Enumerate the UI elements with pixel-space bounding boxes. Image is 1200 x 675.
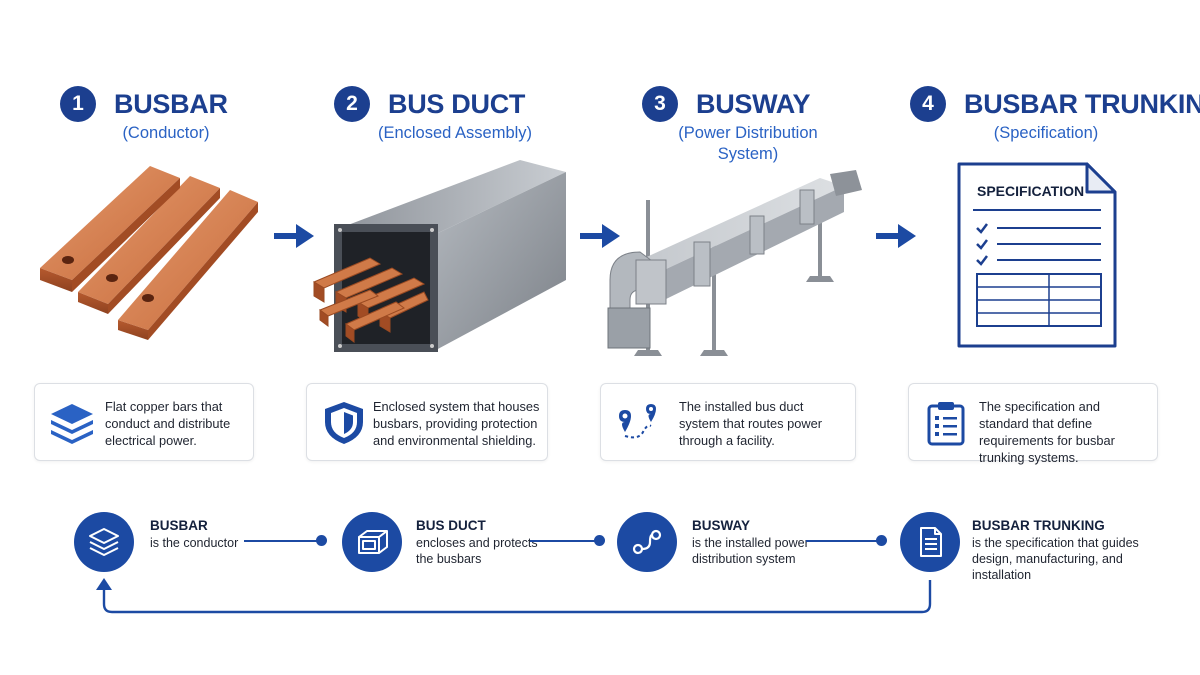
step-1-title: BUSBAR (114, 88, 228, 119)
flow-4-circle (900, 512, 960, 572)
step-4-description-card: The specification and standard that defi… (908, 383, 1158, 465)
step-4-subtitle: (Specification) (993, 124, 1099, 142)
step-2-header: 2 BUS DUCT (334, 84, 525, 124)
copper-busbars-illustration (40, 166, 258, 340)
flow-connector (806, 540, 878, 542)
enclosure-box-icon (358, 530, 388, 554)
step-1-header: 1 BUSBAR (60, 84, 228, 124)
step-2-description: Enclosed system that houses busbars, pro… (373, 399, 540, 448)
flow-4-text: BUSBAR TRUNKING is the specification tha… (972, 518, 1147, 583)
shield-icon (325, 402, 363, 444)
step-4-description: The specification and standard that defi… (979, 399, 1115, 465)
flow-1-text: BUSBAR is the conductor (150, 518, 260, 551)
step-3-title: BUSWAY (696, 88, 811, 119)
arrow-right-icon (274, 224, 314, 248)
step-2-description-card: Enclosed system that houses busbars, pro… (306, 383, 548, 461)
flow-1-title: BUSBAR (150, 518, 208, 533)
step-2-title: BUS DUCT (388, 88, 526, 119)
step-3-subtitle: (Power Distribution System) (678, 124, 818, 163)
flow-connector-dot (594, 535, 605, 546)
flow-connector (244, 540, 320, 542)
step-3-number-badge: 3 (642, 86, 678, 122)
specification-document-illustration: SPECIFICATION (957, 162, 1117, 348)
flow-2-text: BUS DUCT encloses and protects the busba… (416, 518, 546, 567)
clipboard-checklist-icon (927, 402, 965, 446)
stacked-layers-icon (89, 528, 119, 556)
flow-3-circle (617, 512, 677, 572)
flow-4-title: BUSBAR TRUNKING (972, 518, 1105, 533)
arrow-right-icon (876, 224, 916, 248)
step-1-subtitle: (Conductor) (122, 124, 210, 142)
step-2-number-badge: 2 (334, 86, 370, 122)
step-1-number-badge: 1 (60, 86, 96, 122)
flow-3-title: BUSWAY (692, 518, 751, 533)
flow-connector-dot (876, 535, 887, 546)
step-4-number-badge: 4 (910, 86, 946, 122)
flow-3-caption: is the installed power distribution syst… (692, 536, 809, 566)
step-2-subtitle: (Enclosed Assembly) (377, 124, 533, 142)
step-4-header: 4 BUSBAR TRUNKING (910, 84, 1200, 124)
route-map-pin-icon (619, 404, 656, 439)
step-3-header: 3 BUSWAY (642, 84, 811, 124)
step-3-description: The installed bus duct system that route… (679, 399, 822, 448)
flow-1-caption: is the conductor (150, 536, 239, 550)
route-path-icon (632, 529, 662, 555)
step-1-description: Flat copper bars that conduct and distri… (105, 399, 231, 448)
flow-2-circle (342, 512, 402, 572)
flow-1-circle (74, 512, 134, 572)
flow-connector (530, 540, 598, 542)
flow-2-caption: encloses and protects the busbars (416, 536, 538, 566)
bus-duct-illustration (312, 160, 566, 352)
flow-connector-dot (316, 535, 327, 546)
stacked-layers-icon (51, 404, 93, 444)
arrow-right-icon (580, 224, 620, 248)
step-4-title: BUSBAR TRUNKING (964, 88, 1200, 119)
step-3-description-card: The installed bus duct system that route… (600, 383, 856, 461)
return-loop-arrow (96, 578, 932, 614)
specification-heading: SPECIFICATION (977, 183, 1084, 199)
document-icon (920, 527, 942, 557)
step-1-description-card: Flat copper bars that conduct and distri… (34, 383, 254, 461)
flow-2-title: BUS DUCT (416, 518, 486, 533)
flow-3-text: BUSWAY is the installed power distributi… (692, 518, 812, 567)
flow-4-caption: is the specification that guides design,… (972, 536, 1139, 582)
busway-installation-illustration (607, 170, 862, 356)
